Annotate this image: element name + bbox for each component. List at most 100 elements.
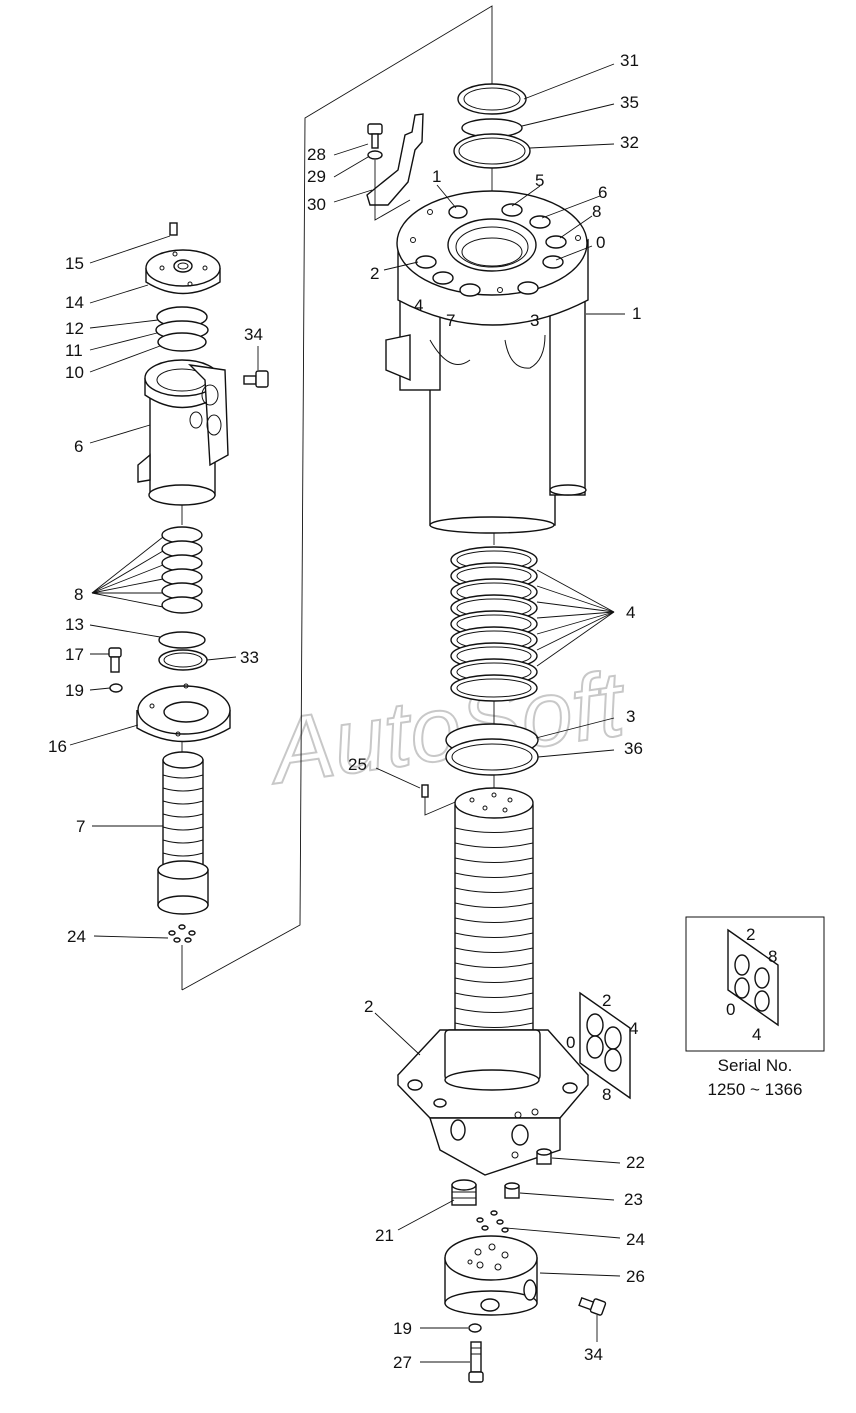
callout-10: 10 [65, 363, 84, 382]
spool-7 [157, 751, 209, 915]
callout-11: 11 [65, 341, 83, 360]
washer-19-bottom [468, 1323, 482, 1333]
callout-4-rings: 4 [626, 603, 635, 622]
shaft-groove [454, 902, 534, 908]
seal-ring-8 [161, 596, 203, 614]
swivel-housing-1 [385, 190, 589, 534]
assembly-guide-line [181, 5, 493, 991]
leader-line [536, 569, 615, 613]
callout-4-top: 4 [414, 296, 423, 315]
spool-groove [162, 774, 204, 779]
callout-2-flange: 2 [364, 997, 373, 1016]
o-rings-24-bottom [476, 1210, 509, 1233]
callout-30: 30 [307, 195, 326, 214]
shaft-groove [454, 827, 534, 833]
screw-15 [169, 222, 178, 236]
leader-line [536, 611, 615, 651]
callout-3-ring: 3 [626, 707, 635, 726]
callout-29: 29 [307, 167, 326, 186]
plug-23 [504, 1182, 520, 1199]
callout-33: 33 [240, 648, 259, 667]
spool-groove [162, 852, 204, 857]
shaft-groove [454, 842, 534, 848]
callout-14: 14 [65, 293, 84, 312]
leader-line [536, 611, 615, 635]
collar-16 [136, 683, 231, 743]
callout-25: 25 [348, 755, 367, 774]
seal-ring-4-inner [456, 678, 532, 698]
callout-24-left: 24 [67, 927, 86, 946]
callout-27: 27 [393, 1353, 412, 1372]
callout-8-rings: 8 [74, 585, 83, 604]
spool-groove [162, 800, 204, 805]
callout-13: 13 [65, 615, 84, 634]
bolt-27 [468, 1341, 484, 1383]
serial-caption: Serial No. [718, 1056, 793, 1075]
callout-35: 35 [620, 93, 639, 112]
watermark: AutoSoft [261, 652, 633, 803]
callout-34-top: 34 [244, 325, 263, 344]
seal-ring-32 [453, 133, 531, 169]
callout-0-plate: 0 [566, 1033, 575, 1052]
shaft-groove [454, 962, 534, 968]
shaft-groove [454, 872, 534, 878]
o-rings-24-left [168, 924, 196, 943]
callout-labels: 31 35 32 28 29 30 1 5 6 8 0 2 4 7 3 1 15… [48, 51, 645, 1372]
callout-32: 32 [620, 133, 639, 152]
callout-4-plate: 4 [629, 1019, 638, 1038]
callout-31: 31 [620, 51, 639, 70]
shaft-groove [454, 857, 534, 863]
body-6 [137, 359, 229, 506]
leader-line [91, 592, 164, 608]
seal-10 [157, 332, 207, 352]
shaft-groove [454, 977, 534, 983]
shaft-groove [454, 932, 534, 938]
bolt-34-bottom [578, 1296, 607, 1316]
leader-line [91, 536, 164, 594]
spool-groove [162, 839, 204, 844]
seal-ring-31 [457, 83, 527, 115]
callout-28: 28 [307, 145, 326, 164]
callout-1-top: 1 [432, 167, 441, 186]
ring-36 [445, 738, 539, 776]
bracket-30 [366, 113, 424, 206]
callout-7-top: 7 [446, 311, 455, 330]
inset-port-8: 8 [768, 947, 777, 966]
shaft-groove [454, 887, 534, 893]
spool-groove [162, 826, 204, 831]
end-cover-26 [444, 1235, 538, 1316]
shaft-groove [454, 992, 534, 998]
plug-22 [536, 1148, 552, 1165]
callout-21: 21 [375, 1226, 394, 1245]
seal-ring-4 [450, 674, 538, 702]
shaft-groove [454, 917, 534, 923]
callout-6-body: 6 [74, 437, 83, 456]
callout-1-housing: 1 [632, 304, 641, 323]
callout-2-plate: 2 [602, 991, 611, 1010]
callout-17: 17 [65, 645, 84, 664]
callout-5: 5 [535, 171, 544, 190]
callout-8-plate: 8 [602, 1085, 611, 1104]
callout-22: 22 [626, 1153, 645, 1172]
bolt-34-top [243, 370, 269, 388]
callout-36: 36 [624, 739, 643, 758]
leader-line [91, 564, 164, 594]
shaft-groove [454, 1022, 534, 1028]
callout-26: 26 [626, 1267, 645, 1286]
callout-3-top: 3 [530, 311, 539, 330]
seal-rings-4 [450, 546, 538, 702]
bolt-28 [367, 123, 383, 149]
shaft-groove [454, 947, 534, 953]
inset-port-0: 0 [726, 1000, 735, 1019]
bracket-guide [374, 160, 411, 221]
callout-12: 12 [65, 319, 84, 338]
callout-0-top: 0 [596, 233, 605, 252]
leader-line [91, 578, 164, 594]
pin-25 [421, 784, 429, 798]
leader-line [91, 550, 164, 594]
spool-groove [162, 813, 204, 818]
callout-15: 15 [65, 254, 84, 273]
shaft-groove [454, 1007, 534, 1013]
callout-19-left: 19 [65, 681, 84, 700]
